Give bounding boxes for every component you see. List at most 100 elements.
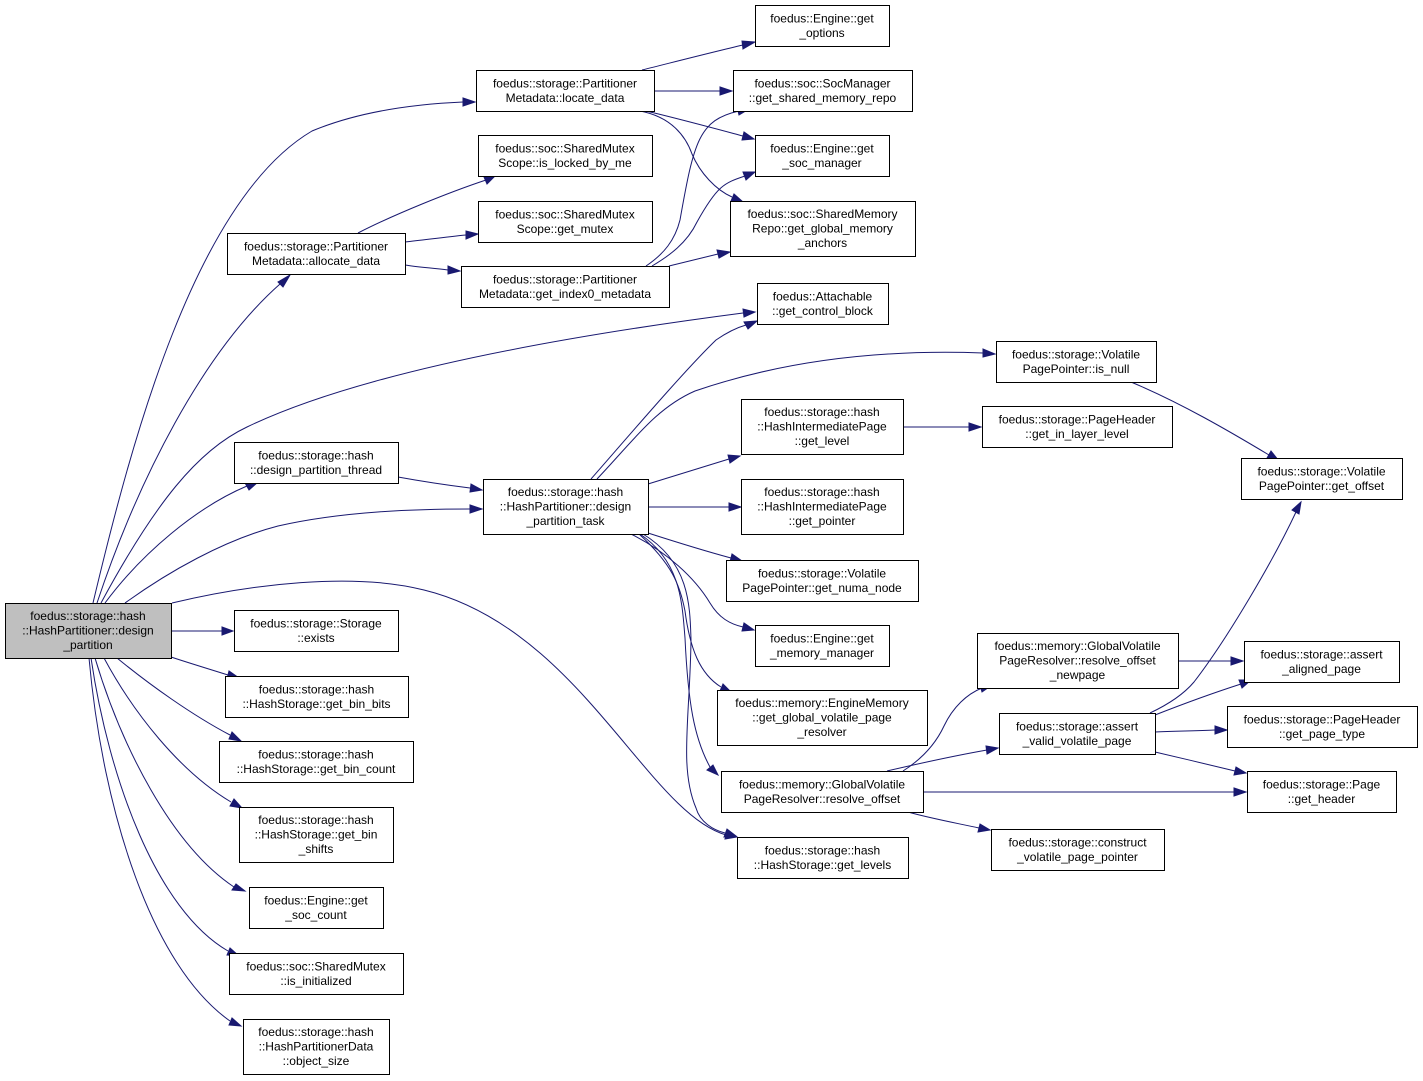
node-box <box>717 690 928 746</box>
edge-design_partition_task-to-get_levels <box>642 533 738 838</box>
edge-line <box>357 179 487 234</box>
edge-root-to-get_bin_count <box>116 657 243 742</box>
edge-line <box>651 175 746 267</box>
node-label-line: _volatile_page_pointer <box>1016 850 1138 864</box>
edge-root-to-get_bin_bits <box>170 656 241 680</box>
edge-line <box>1130 381 1270 456</box>
node-label-line: ::HashStorage::get_bin_bits <box>242 697 390 711</box>
node-label-line: _valid_volatile_page <box>1022 734 1132 748</box>
edge-arrowhead <box>462 97 477 107</box>
node-is-initialized[interactable]: foedus::soc::SharedMutex::is_initialized <box>229 953 404 995</box>
node-construct-volatile-page-pointer[interactable]: foedus::storage::construct_volatile_page… <box>991 829 1165 871</box>
node-get-level[interactable]: foedus::storage::hash::HashIntermediateP… <box>741 399 904 455</box>
node-box <box>239 807 394 863</box>
edge-line <box>645 110 744 137</box>
edge-locate_data-to-get_soc_manager <box>645 110 756 141</box>
node-label-line: foedus::storage::hash <box>258 747 373 761</box>
edge-line <box>116 657 231 736</box>
node-label-line: foedus::storage::hash <box>508 485 623 499</box>
node-label-line: foedus::storage::construct <box>1008 835 1147 849</box>
node-box <box>982 406 1173 448</box>
node-is-locked-by-me[interactable]: foedus::soc::SharedMutexScope::is_locked… <box>478 135 653 177</box>
edge-line <box>100 312 744 604</box>
node-label-line: foedus::storage::hash <box>765 843 880 857</box>
node-get-levels[interactable]: foedus::storage::hash::HashStorage::get_… <box>737 837 909 879</box>
node-label-line: ::is_initialized <box>280 974 351 988</box>
node-label-line: ::get_global_volatile_page <box>752 711 892 725</box>
node-get-numa-node[interactable]: foedus::storage::VolatilePagePointer::ge… <box>726 560 919 602</box>
node-label-line: _shifts <box>298 842 334 856</box>
edge-line <box>96 283 281 604</box>
node-assert-aligned-page[interactable]: foedus::storage::assert_aligned_page <box>1244 641 1400 683</box>
node-label-line: foedus::memory::EngineMemory <box>735 696 908 710</box>
edge-allocate_data-to-get_index0_metadata <box>404 264 462 275</box>
edge-line <box>638 533 722 688</box>
node-root[interactable]: foedus::storage::hash::HashPartitioner::… <box>5 603 172 659</box>
node-label-line: foedus::memory::GlobalVolatile <box>739 777 905 791</box>
node-get-global-volatile-page-resolver[interactable]: foedus::memory::EngineMemory::get_global… <box>717 690 928 746</box>
edge-arrowhead <box>228 731 243 742</box>
edge-arrowhead <box>221 626 235 636</box>
node-get-options[interactable]: foedus::Engine::get_options <box>755 5 890 47</box>
node-get-soc-manager[interactable]: foedus::Engine::get_soc_manager <box>755 135 890 177</box>
node-label-line: ::HashStorage::get_bin <box>255 828 378 842</box>
node-box <box>227 233 406 275</box>
node-get-global-memory-anchors[interactable]: foedus::soc::SharedMemoryRepo::get_globa… <box>730 201 916 257</box>
node-design-partition-thread[interactable]: foedus::storage::hash::design_partition_… <box>234 442 399 484</box>
node-resolve-offset[interactable]: foedus::memory::GlobalVolatilePageResolv… <box>721 771 924 813</box>
node-locate-data[interactable]: foedus::storage::PartitionerMetadata::lo… <box>476 70 655 112</box>
edge-line <box>647 458 730 485</box>
node-get-control-block[interactable]: foedus::Attachable::get_control_block <box>757 283 889 325</box>
edge-arrowhead <box>277 273 292 288</box>
node-get-soc-count[interactable]: foedus::Engine::get_soc_count <box>249 887 384 929</box>
node-get-in-layer-level[interactable]: foedus::storage::PageHeader::get_in_laye… <box>982 406 1173 448</box>
node-box <box>977 633 1179 689</box>
node-box <box>229 953 404 995</box>
node-label-line: foedus::soc::SocManager <box>754 76 890 90</box>
node-box <box>755 135 890 177</box>
node-object-size[interactable]: foedus::storage::hash::HashPartitionerDa… <box>243 1019 390 1075</box>
node-label-line: _soc_count <box>284 908 347 922</box>
edge-arrowhead <box>741 131 756 141</box>
edge-line <box>124 508 471 604</box>
edge-design_partition_task-to-get_level <box>647 454 742 485</box>
node-get-bin-bits[interactable]: foedus::storage::hash::HashStorage::get_… <box>225 676 409 718</box>
node-get-offset[interactable]: foedus::storage::VolatilePagePointer::ge… <box>1241 458 1403 500</box>
node-get-shared-memory-repo[interactable]: foedus::soc::SocManager::get_shared_memo… <box>733 70 913 112</box>
node-box <box>733 70 913 112</box>
edge-line <box>94 657 235 888</box>
node-assert-valid-volatile-page[interactable]: foedus::storage::assert_valid_volatile_p… <box>999 713 1156 755</box>
edge-root-to-get_control_block <box>100 308 757 604</box>
edge-line <box>104 485 248 604</box>
edge-arrowhead <box>743 320 759 330</box>
node-get-pointer[interactable]: foedus::storage::hash::HashIntermediateP… <box>741 479 904 535</box>
node-label-line: foedus::storage::assert <box>1016 719 1139 733</box>
node-box <box>478 135 653 177</box>
edge-arrowhead <box>742 171 757 181</box>
node-is-null[interactable]: foedus::storage::VolatilePagePointer::is… <box>996 341 1157 383</box>
node-get-bin-shifts[interactable]: foedus::storage::hash::HashStorage::get_… <box>239 807 394 863</box>
edge-allocate_data-to-is_locked_by_me <box>357 174 498 234</box>
node-label-line: foedus::storage::hash <box>258 813 373 827</box>
edge-design_partition_task-to-is_null <box>596 348 997 480</box>
node-get-page-type[interactable]: foedus::storage::PageHeader::get_page_ty… <box>1227 706 1418 748</box>
node-box <box>243 1019 390 1075</box>
node-page-get-header[interactable]: foedus::storage::Page::get_header <box>1247 771 1397 813</box>
edge-arrowhead <box>465 230 480 240</box>
node-allocate-data[interactable]: foedus::storage::PartitionerMetadata::al… <box>227 233 406 275</box>
edge-line <box>103 657 232 803</box>
node-label-line: PageResolver::resolve_offset <box>999 654 1156 668</box>
node-resolve-offset-newpage[interactable]: foedus::memory::GlobalVolatilePageResolv… <box>977 633 1179 689</box>
node-label-line: foedus::storage::hash <box>258 448 373 462</box>
edge-arrowhead <box>968 422 983 432</box>
edge-design_partition_task-to-resolve_offset <box>639 533 720 777</box>
node-label-line: ::exists <box>297 631 334 645</box>
edge-line <box>170 656 229 676</box>
node-design-partition-task[interactable]: foedus::storage::hash::HashPartitioner::… <box>483 479 649 535</box>
node-get-memory-manager[interactable]: foedus::Engine::get_memory_manager <box>755 625 890 667</box>
node-label-line: foedus::soc::SharedMemory <box>747 207 897 221</box>
node-storage-exists[interactable]: foedus::storage::Storage::exists <box>234 610 399 652</box>
node-get-index0-metadata[interactable]: foedus::storage::PartitionerMetadata::ge… <box>461 266 670 308</box>
node-get-bin-count[interactable]: foedus::storage::hash::HashStorage::get_… <box>219 741 414 783</box>
